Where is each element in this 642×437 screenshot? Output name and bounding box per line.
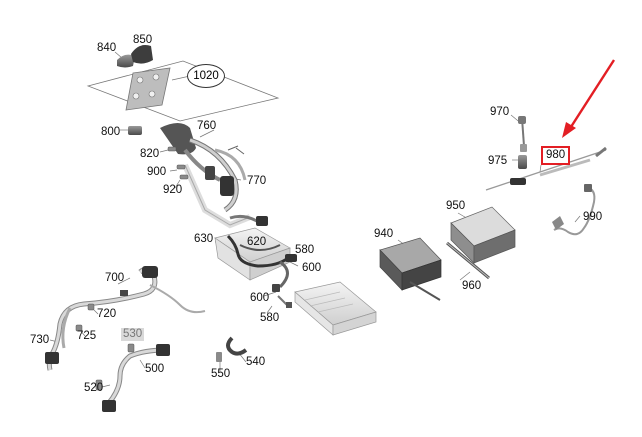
part-label-920[interactable]: 920: [163, 184, 183, 196]
part-label-620[interactable]: 620: [247, 236, 267, 248]
part-label-770[interactable]: 770: [247, 175, 267, 187]
bracket-assembly-1020: [86, 60, 280, 122]
part-label-630[interactable]: 630: [194, 233, 214, 245]
part-label-725[interactable]: 725: [77, 330, 97, 342]
control-unit: [294, 281, 377, 336]
strap-960: [446, 241, 490, 280]
part-label-540[interactable]: 540: [246, 356, 266, 368]
part-label-1020[interactable]: 1020: [187, 64, 225, 88]
harness-700: [45, 266, 206, 371]
part-label-975[interactable]: 975: [488, 155, 508, 167]
cable-500: [102, 344, 170, 412]
part-label-840[interactable]: 840: [97, 42, 117, 54]
part-label-730[interactable]: 730: [30, 334, 50, 346]
cable-980: [485, 146, 607, 191]
part-label-520[interactable]: 520: [84, 382, 104, 394]
module-950: [450, 206, 516, 264]
part-label-940[interactable]: 940: [374, 228, 394, 240]
plug-975: [518, 155, 527, 169]
part-label-800[interactable]: 800: [101, 126, 121, 138]
screws-720-725: [75, 303, 95, 332]
cables-600-580: [272, 260, 292, 308]
harness-760: [160, 123, 268, 229]
cap-850: [131, 45, 153, 64]
part-label-960[interactable]: 960: [462, 280, 482, 292]
hose-540: [226, 336, 248, 356]
callout-arrow: [562, 59, 616, 138]
part-label-820[interactable]: 820: [140, 148, 160, 160]
part-label-900[interactable]: 900: [147, 166, 167, 178]
part-label-990[interactable]: 990: [583, 211, 603, 223]
part-label-700[interactable]: 700: [105, 272, 125, 284]
part-label-600-upper[interactable]: 600: [302, 262, 322, 274]
part-label-720[interactable]: 720: [97, 308, 117, 320]
clip-800: [128, 126, 142, 135]
housing-630: [214, 227, 297, 281]
part-label-500[interactable]: 500: [145, 363, 165, 375]
part-label-850[interactable]: 850: [133, 34, 153, 46]
screws-820-900: [167, 146, 189, 180]
bolts-530-520: [95, 343, 135, 391]
sensor-cable-970: [518, 116, 527, 152]
part-label-970[interactable]: 970: [490, 106, 510, 118]
cable-990: [552, 184, 596, 236]
module-940: [379, 237, 442, 301]
part-label-580-lower[interactable]: 580: [260, 312, 280, 324]
part-label-980-highlighted[interactable]: 980: [541, 146, 571, 165]
part-label-950[interactable]: 950: [446, 200, 466, 212]
part-label-530[interactable]: 530: [121, 328, 145, 341]
bolt-550: [216, 352, 222, 362]
part-label-600-lower[interactable]: 600: [250, 292, 270, 304]
part-label-550[interactable]: 550: [211, 368, 231, 380]
grommet-840: [117, 54, 135, 68]
part-label-760[interactable]: 760: [197, 120, 217, 132]
part-label-580-upper[interactable]: 580: [295, 244, 315, 256]
